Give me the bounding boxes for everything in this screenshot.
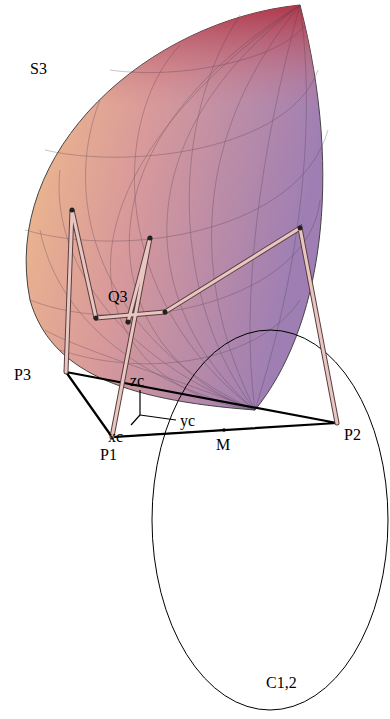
point-label: P1 xyxy=(100,446,117,464)
linkage-rods xyxy=(66,208,337,438)
circle-c12 xyxy=(152,330,388,710)
axis-label: zc xyxy=(130,372,144,390)
circle-label: C1,2 xyxy=(266,674,297,692)
point-label: Q3 xyxy=(108,288,128,306)
point-label: P3 xyxy=(14,366,31,384)
frame-axes xyxy=(131,390,176,425)
midpoint-dot xyxy=(222,428,226,432)
sphere-surface xyxy=(25,5,328,410)
surface-label: S3 xyxy=(30,60,47,78)
base-triangle xyxy=(66,372,337,437)
point-label: M xyxy=(216,436,230,454)
point-label: P2 xyxy=(344,426,361,444)
axis-label: yc xyxy=(180,412,195,430)
axis-label: xc xyxy=(108,428,123,446)
